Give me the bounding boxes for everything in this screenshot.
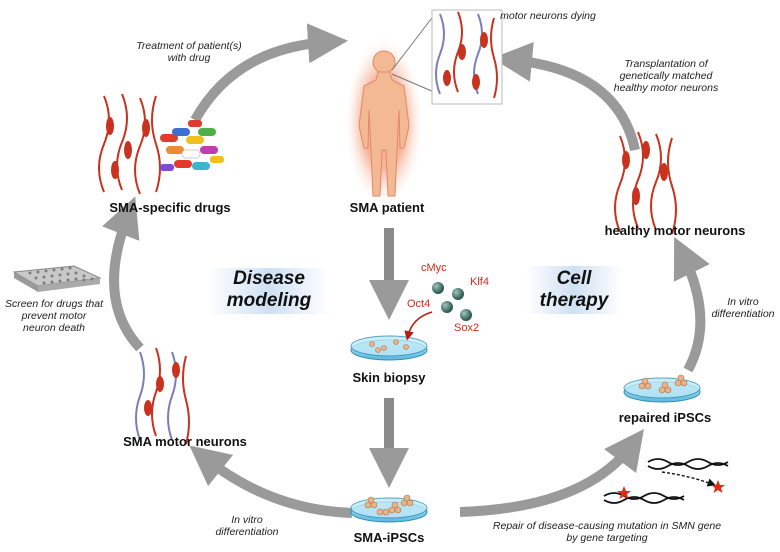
- arrow-drugs-to-patient: [190, 23, 348, 123]
- healthy-neurons-label: healthy motor neurons: [604, 223, 746, 238]
- patient-figure: [346, 40, 422, 204]
- arrow-ipscs-to-repaired: [459, 428, 644, 517]
- mutation-star-icon: [617, 486, 631, 499]
- factor-oct4: Oct4: [407, 298, 431, 310]
- sma-drugs-label: SMA-specific drugs: [109, 200, 231, 215]
- treatment-note: Treatment of patient(s) with drug: [136, 40, 242, 64]
- reprogramming-factor-balls: [432, 282, 472, 321]
- cycle-arrows: [102, 23, 710, 518]
- skin-biopsy-dish: [350, 335, 428, 361]
- arrow-healthy-to-patient: [492, 41, 640, 152]
- repaired-ipscs-dish: [623, 374, 701, 403]
- dna-strands: [603, 458, 729, 504]
- sma-patient-label: SMA patient: [349, 200, 425, 215]
- sma-ipscs-label: SMA-iPSCs: [353, 530, 425, 545]
- transplant-note: Transplantation of genetically matched h…: [613, 58, 719, 94]
- disease-modeling-band: [208, 268, 330, 314]
- skin-biopsy-label: Skin biopsy: [352, 370, 426, 385]
- arrow-ipscs-to-sma-neurons: [189, 445, 353, 518]
- factor-klf4: Klf4: [470, 276, 489, 288]
- cell-therapy-label: Cell therapy: [539, 268, 609, 311]
- neurons-sma: [135, 347, 190, 445]
- repaired-ipscs-label: repaired iPSCs: [618, 410, 712, 425]
- cell-therapy-band: [526, 266, 622, 314]
- factor-sox2: Sox2: [454, 322, 480, 334]
- pills-icon: [160, 120, 224, 171]
- arrow-repaired-to-healthy: [673, 237, 710, 373]
- screen-note: Screen for drugs that prevent motor neur…: [4, 298, 104, 334]
- repair-note: Repair of disease-causing mutation in SM…: [492, 520, 722, 544]
- factor-delivery-arrow: [404, 311, 433, 341]
- gene-targeting-arrow: [661, 471, 716, 487]
- neurons-drugs: [98, 93, 161, 195]
- in-vitro-right-note: In vitro differentiation: [711, 296, 775, 320]
- sma-neurons-label: SMA motor neurons: [123, 434, 247, 449]
- corrected-star-icon: [711, 480, 725, 493]
- well-plate-icon: [12, 265, 102, 292]
- arrow-sma-neurons-to-drugs: [102, 196, 144, 352]
- neurons-dying: [435, 11, 498, 99]
- neurons-healthy: [614, 131, 677, 235]
- disease-modeling-label: Disease modeling: [226, 268, 312, 311]
- factor-cmyc: cMyc: [421, 262, 447, 274]
- dying-note: motor neurons dying: [500, 10, 596, 22]
- sma-ipscs-dish: [350, 494, 428, 523]
- in-vitro-left-note: In vitro differentiation: [215, 514, 279, 538]
